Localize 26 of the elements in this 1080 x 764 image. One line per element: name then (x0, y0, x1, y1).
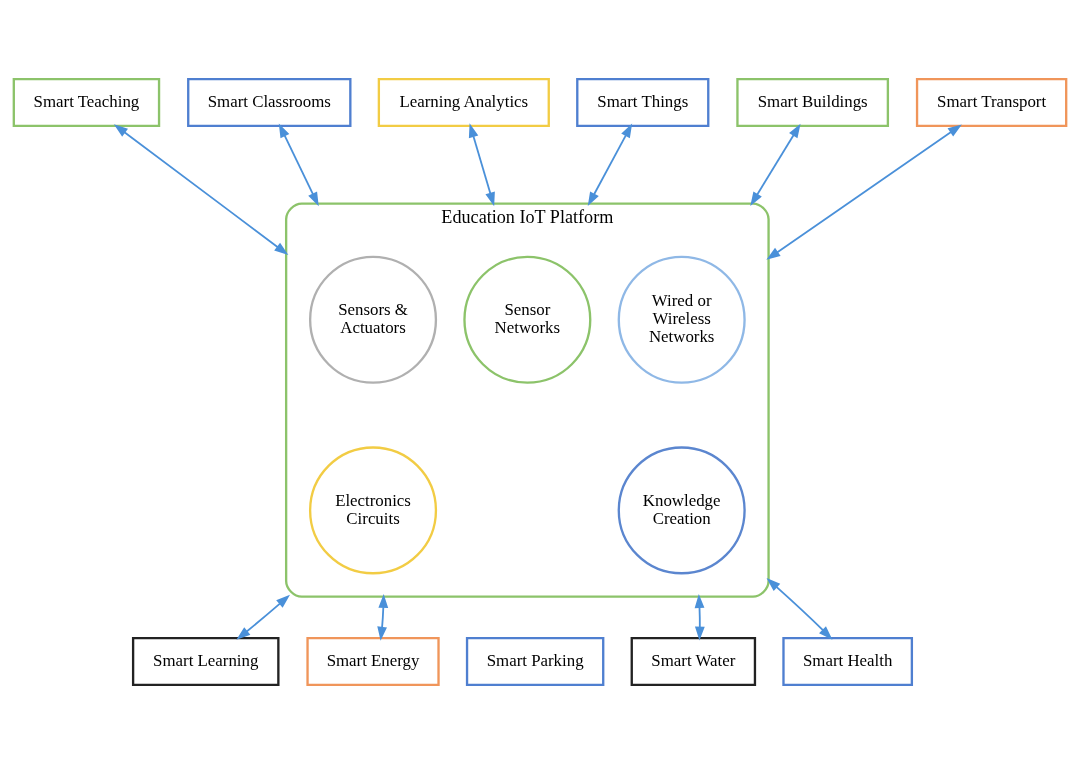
arrow (278, 123, 319, 207)
arrow (377, 593, 389, 641)
node-circle: Sensors & Actuators (308, 255, 438, 384)
node-box: Smart Classrooms (187, 78, 352, 128)
arrow (587, 123, 633, 207)
node-box: Smart Energy (306, 636, 440, 686)
node-box: Smart Things (576, 78, 710, 128)
node-circle: Electronics Circuits (308, 446, 438, 575)
node-box: Smart Teaching (12, 78, 161, 128)
node-box: Smart Transport (915, 78, 1068, 128)
node-box: Smart Health (782, 636, 914, 686)
node-box: Smart Water (630, 636, 757, 686)
arrow (468, 123, 495, 207)
node-box: Learning Analytics (377, 78, 550, 128)
arrow (236, 594, 290, 640)
node-circle: Wired or Wireless Networks (617, 255, 746, 384)
arrow (694, 593, 705, 641)
arrow (750, 123, 801, 207)
node-box: Smart Parking (465, 636, 605, 686)
node-circle: Sensor Networks (463, 255, 592, 384)
arrow (766, 124, 962, 260)
arrow (113, 124, 289, 256)
node-circle: Knowledge Creation (617, 446, 746, 575)
arrow (766, 578, 833, 640)
node-box: Smart Buildings (736, 78, 890, 128)
node-box: Smart Learning (131, 636, 280, 686)
